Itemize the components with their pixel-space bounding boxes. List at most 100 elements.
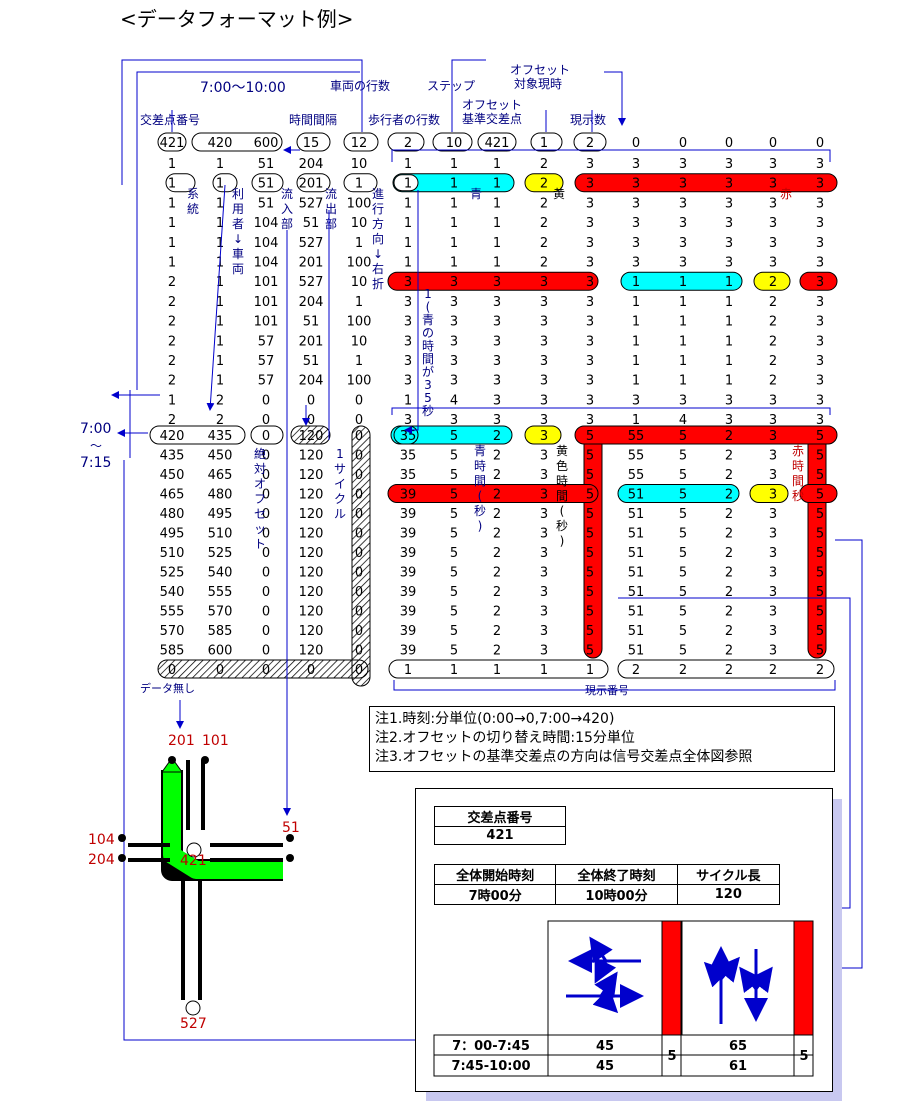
timing-cell: 0 <box>262 488 270 503</box>
timing-cell: 5 <box>586 546 594 561</box>
vehicle-cell: 3 <box>816 216 824 231</box>
vehicle-cell: 2 <box>168 334 176 349</box>
gap-value: 5 <box>667 1049 676 1064</box>
vehicle-cell: 1 <box>493 256 501 271</box>
notes-box: 注1.時刻:分単位(0:00→0,7:00→420) 注2.オフセットの切り替え… <box>369 706 835 772</box>
vehicle-cell: 3 <box>816 413 824 428</box>
vehicle-cell: 3 <box>679 236 687 251</box>
timing-cell: 5 <box>586 585 594 600</box>
timing-cell: 39 <box>400 546 417 561</box>
vehicle-cell: 51 <box>258 157 275 172</box>
timing-cell: 5 <box>586 507 594 522</box>
timing-cell: 0 <box>355 605 363 620</box>
vehicle-cell: 2 <box>769 334 777 349</box>
green-time-note: 時 <box>422 339 434 353</box>
timing-cell: 3 <box>540 507 548 522</box>
vehicle-cell: 3 <box>816 374 824 389</box>
timing-cell: 0 <box>355 429 363 444</box>
timing-cell: 3 <box>540 605 548 620</box>
header-value: 0 <box>816 136 824 151</box>
header-pill <box>573 132 607 152</box>
timing-cell: 0 <box>262 507 270 522</box>
red-bar <box>574 173 838 193</box>
val-cycle: 120 <box>676 884 781 905</box>
green-time-note: 青 <box>422 313 434 327</box>
vehicle-cell: 1 <box>168 196 176 211</box>
timing-pill <box>250 425 284 445</box>
red-time-label: 秒 <box>792 489 804 503</box>
header-value: 0 <box>725 136 733 151</box>
timing-cell: 5 <box>816 449 824 464</box>
node-label: 101 <box>202 733 229 749</box>
timing-cell: 0 <box>307 663 315 678</box>
red-bar <box>387 271 599 291</box>
timing-cell: 5 <box>586 566 594 581</box>
offset-target-label: 対象現時 <box>514 77 562 91</box>
timing-cell: 540 <box>160 585 185 600</box>
vehicle-rows-label: 車両の行数 <box>330 78 390 93</box>
vehicle-cell: 0 <box>262 413 270 428</box>
yellow-bar <box>524 173 564 193</box>
timing-cell: 2 <box>725 546 733 561</box>
vehicle-cell: 57 <box>258 334 275 349</box>
node-dot <box>201 756 209 764</box>
vehicle-cell: 3 <box>725 216 733 231</box>
vehicle-cell: 1 <box>216 275 224 290</box>
vehicle-cell: 527 <box>299 236 324 251</box>
timing-cell: 120 <box>299 449 324 464</box>
timing-cell: 5 <box>450 449 458 464</box>
row-pill <box>165 173 196 193</box>
vehicle-cell: 201 <box>299 334 324 349</box>
node-dot <box>168 756 176 764</box>
vehicle-cell: 1 <box>216 315 224 330</box>
timing-cell: 2 <box>493 624 501 639</box>
green-time-label: ) <box>478 519 483 533</box>
outflow-label: 流 <box>325 187 337 201</box>
node-dot <box>118 834 126 842</box>
phase-count-label: 現示数 <box>570 112 606 127</box>
timing-cell: 555 <box>208 585 233 600</box>
red-phase-bar <box>793 920 814 1036</box>
vehicle-cell: 3 <box>586 256 594 271</box>
vehicle-cell: 1 <box>632 295 640 310</box>
vehicle-cell: 2 <box>540 196 548 211</box>
vehicle-cell: 1 <box>404 177 412 192</box>
timing-cell: 495 <box>160 527 185 542</box>
timing-cell: 1 <box>493 663 501 678</box>
row-pill <box>343 173 378 193</box>
timing-cell: 0 <box>262 566 270 581</box>
vehicle-cell: 1 <box>355 236 363 251</box>
vehicle-cell: 3 <box>816 295 824 310</box>
timing-cell: 525 <box>208 546 233 561</box>
timing-cell: 1 <box>404 663 412 678</box>
timing-cell: 51 <box>628 546 645 561</box>
timing-cell: 5 <box>450 644 458 659</box>
vehicle-cell: 1 <box>216 196 224 211</box>
timing-cell: 3 <box>769 429 777 444</box>
note-2: 注2.オフセットの切り替え時間:15分単位 <box>375 730 635 746</box>
vehicle-cell: 3 <box>725 256 733 271</box>
vehicle-cell: 104 <box>254 216 279 231</box>
timing-cell: 2 <box>725 488 733 503</box>
cycle-label: サ <box>334 462 346 476</box>
vehicle-cell: 3 <box>493 393 501 408</box>
red-bar <box>387 484 599 503</box>
green-time-note: の <box>422 326 434 340</box>
vehicle-cell: 0 <box>307 413 315 428</box>
vehicle-cell: 3 <box>493 275 501 290</box>
vehicle-cell: 1 <box>493 236 501 251</box>
vehicle-cell: 1 <box>168 216 176 231</box>
vehicle-cell: 1 <box>450 256 458 271</box>
timing-cell: 0 <box>262 527 270 542</box>
vehicle-cell: 3 <box>450 295 458 310</box>
header-value: 0 <box>632 136 640 151</box>
vehicle-cell: 3 <box>540 374 548 389</box>
vehicle-cell: 1 <box>216 334 224 349</box>
vehicle-cell: 1 <box>216 295 224 310</box>
vehicle-cell: 527 <box>299 275 324 290</box>
timing-cell: 5 <box>450 468 458 483</box>
timing-cell: 5 <box>450 624 458 639</box>
timing-cell: 0 <box>262 644 270 659</box>
vehicle-cell: 2 <box>769 275 777 290</box>
